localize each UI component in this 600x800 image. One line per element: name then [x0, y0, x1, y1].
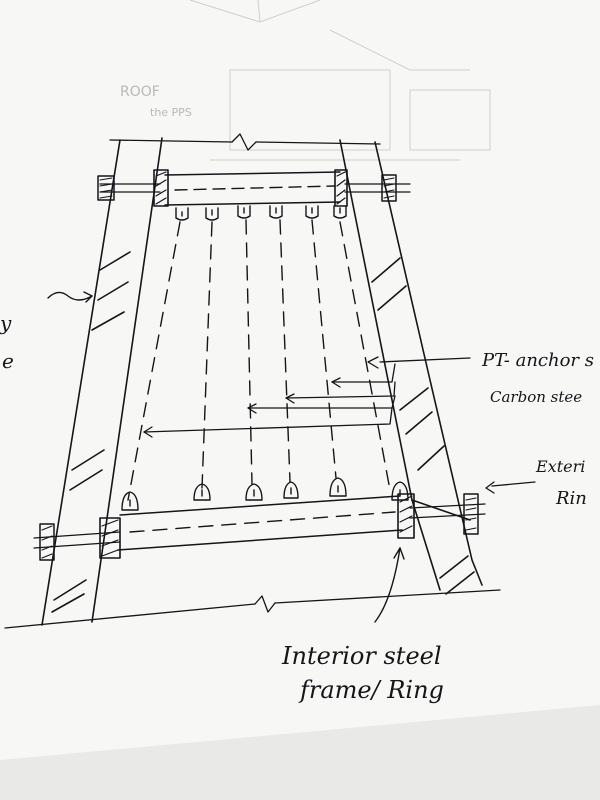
left-wall: [41, 137, 163, 626]
anchor-leader-arrows: [143, 356, 471, 438]
right-wall: [339, 139, 483, 595]
left-wall-leader: [47, 291, 93, 303]
bottom-right-bolt: [409, 493, 486, 535]
top-dimension-line: [109, 133, 381, 151]
exterior-ring-leader: [485, 481, 536, 494]
exterior-ring-label-2: Rin: [555, 488, 587, 509]
background-faint-sketch: [189, 0, 491, 161]
left-clipped-label-2: e: [2, 349, 14, 373]
left-clipped-label-1: y: [0, 311, 12, 335]
exterior-ring-label-1: Exteri: [535, 457, 585, 476]
faint-note-2: the PPS: [150, 106, 192, 119]
top-steel-ring: [153, 169, 348, 207]
top-left-bolt: [97, 175, 161, 201]
interior-frame-label-1: Interior steel: [281, 642, 442, 670]
bottom-dimension-line: [4, 589, 501, 629]
pt-anchor-label-2: Carbon stee: [490, 388, 582, 406]
bottom-left-bolt: [33, 523, 121, 561]
faint-note-1: ROOF: [120, 84, 160, 100]
pt-tendons: [127, 219, 391, 501]
pt-anchor-label-1: PT- anchor s: [481, 350, 594, 371]
interior-frame-label-2: frame/ Ring: [298, 676, 444, 704]
interior-frame-leader: [374, 547, 405, 623]
bottom-anchor-heads: [121, 477, 409, 511]
top-right-bolt: [344, 174, 411, 202]
top-anchor-heads: [175, 205, 347, 221]
